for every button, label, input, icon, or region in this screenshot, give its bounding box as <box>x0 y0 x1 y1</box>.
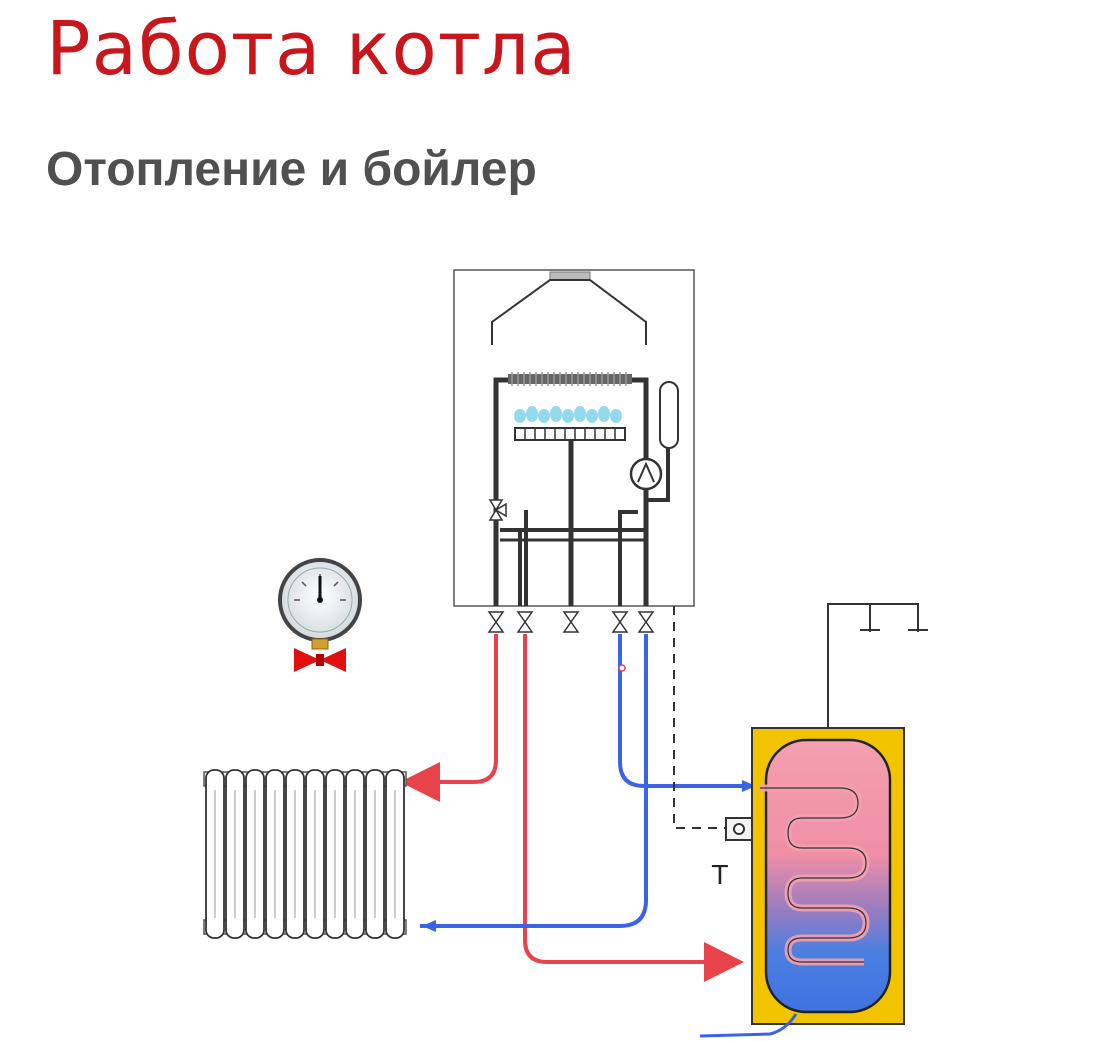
slide-title: Работа котла <box>46 6 577 92</box>
circulation-pump-icon <box>629 457 663 491</box>
hot-supply-radiator-line <box>400 634 498 802</box>
cold-return-radiator-line <box>420 634 648 928</box>
boiler-unit <box>453 269 695 607</box>
dhw-outlet-line <box>827 603 928 728</box>
radiator-icon <box>203 769 407 939</box>
hot-supply-tank-line <box>523 634 744 982</box>
expansion-tank <box>659 381 679 449</box>
shutoff-valves <box>487 611 655 633</box>
three-way-valve-icon <box>488 499 507 521</box>
slide-subtitle: Отопление и бойлер <box>46 143 537 196</box>
temperature-sensor-icon <box>725 817 753 841</box>
water-heater-tank <box>751 727 905 1025</box>
cold-water-inlet-line <box>699 1013 798 1038</box>
pressure-gauge-icon <box>278 558 362 672</box>
cold-return-tank-line <box>618 634 760 788</box>
burner <box>514 406 626 441</box>
sensor-label: T <box>711 861 728 891</box>
sensor-cable <box>673 606 726 829</box>
